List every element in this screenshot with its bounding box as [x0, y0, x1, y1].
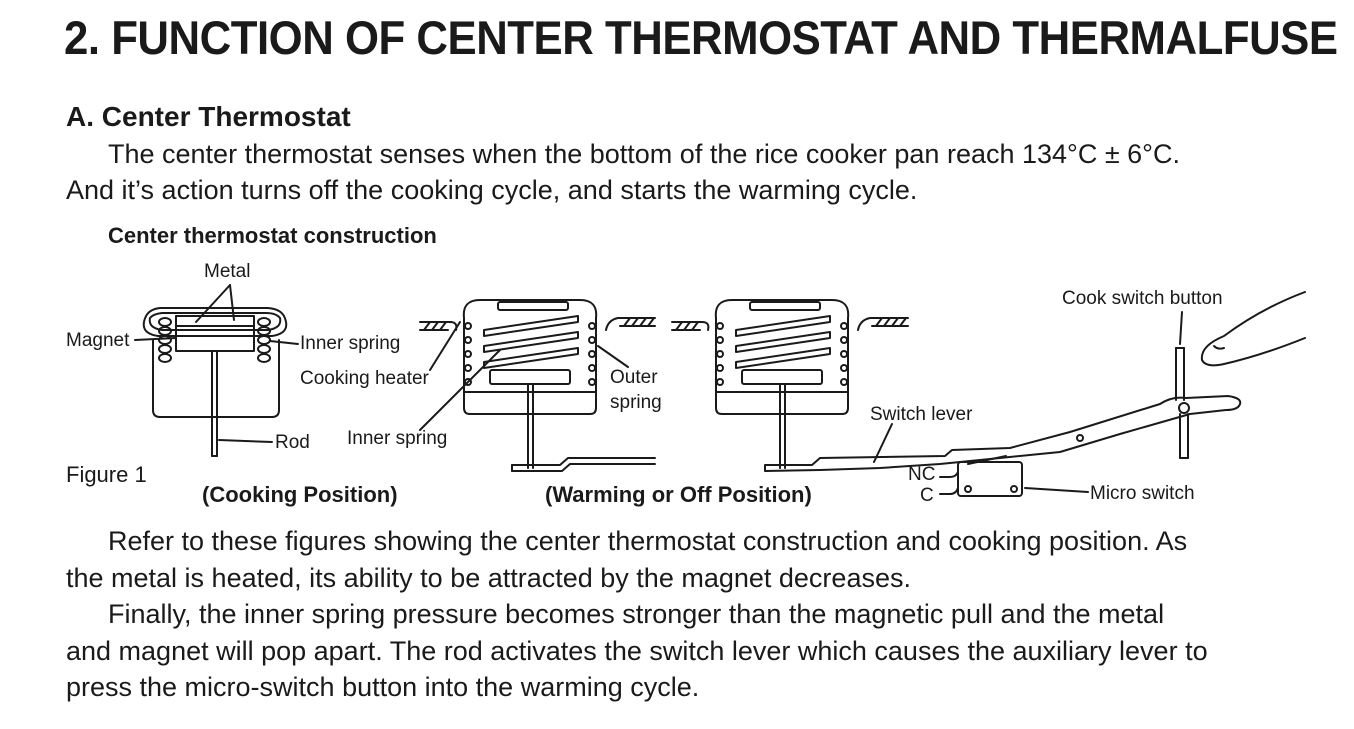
label-cooking-heater: Cooking heater — [300, 368, 429, 389]
caption-cooking: (Cooking Position) — [202, 482, 398, 507]
page-title: 2. FUNCTION OF CENTER THERMOSTAT AND THE… — [64, 11, 1338, 64]
label-outer: Outer — [610, 367, 658, 388]
label-c: C — [920, 485, 934, 506]
label-spring: spring — [610, 392, 662, 413]
label-magnet: Magnet — [66, 330, 130, 351]
warming-position-drawing — [671, 299, 909, 469]
explanation-p2-line-2: and magnet will pop apart. The rod activ… — [66, 636, 1208, 666]
caption-warming: (Warming or Off Position) — [545, 482, 812, 507]
explanation-p1-line-1: Refer to these figures showing the cente… — [108, 526, 1188, 556]
figure-number: Figure 1 — [66, 462, 147, 487]
label-rod: Rod — [275, 432, 310, 453]
intro-line-1: The center thermostat senses when the bo… — [108, 139, 1180, 169]
label-switch-lever: Switch lever — [870, 404, 973, 425]
switch-mechanism-drawing — [764, 291, 1306, 497]
label-cook-switch-button: Cook switch button — [1062, 288, 1223, 309]
section-heading: A. Center Thermostat — [66, 101, 351, 132]
label-inner-spring-2: Inner spring — [347, 428, 448, 449]
explanation-p2-line-3: press the micro-switch button into the w… — [66, 672, 700, 702]
label-inner-spring-1: Inner spring — [300, 333, 401, 354]
label-nc: NC — [908, 464, 936, 485]
intro-line-2: And it’s action turns off the cooking cy… — [66, 175, 918, 205]
construction-drawing — [134, 284, 299, 457]
label-metal: Metal — [204, 261, 251, 282]
figure-title: Center thermostat construction — [108, 223, 437, 248]
label-micro-switch: Micro switch — [1090, 483, 1195, 504]
explanation-p1-line-2: the metal is heated, its ability to be a… — [66, 563, 911, 593]
explanation-p2-line-1: Finally, the inner spring pressure becom… — [108, 599, 1165, 629]
